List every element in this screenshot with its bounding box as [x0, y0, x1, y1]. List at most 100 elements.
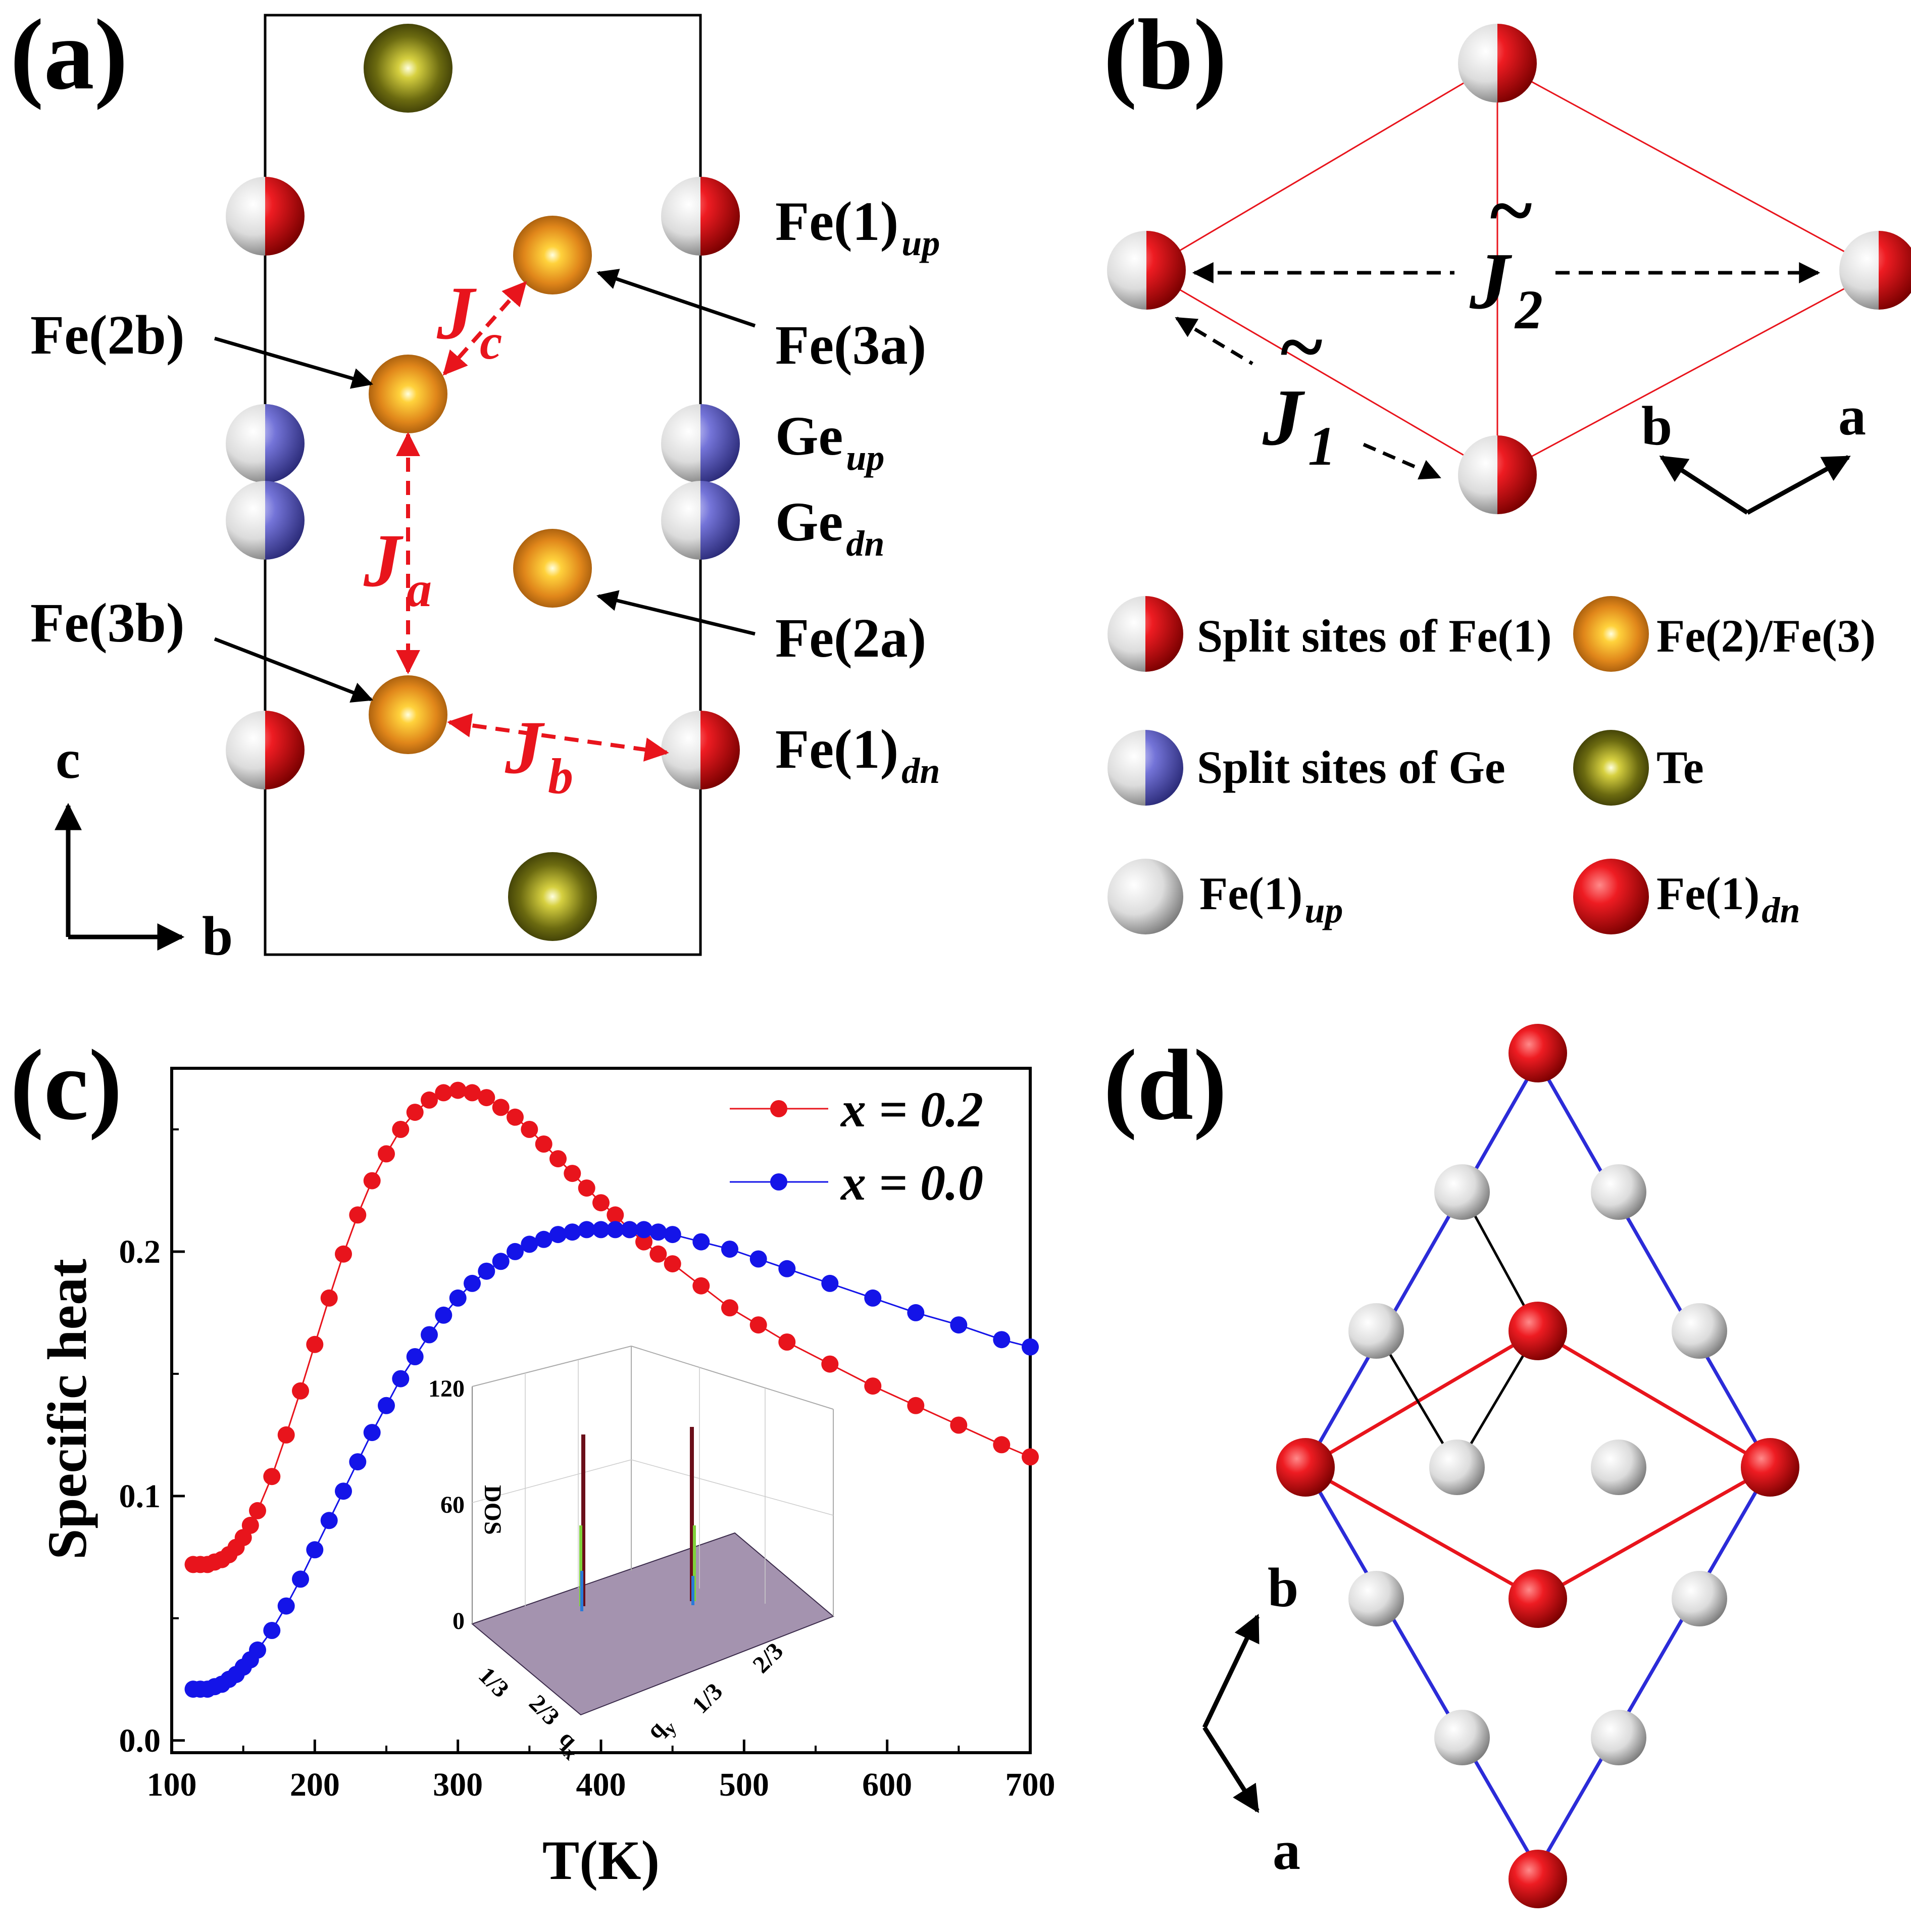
legend-split-ge-label: Split sites of Ge [1197, 741, 1505, 793]
series-1-point [421, 1326, 438, 1344]
inset-ztick: 0 [452, 1608, 465, 1634]
series-1-point [306, 1541, 324, 1559]
panel-d-label: (d) [1103, 1029, 1227, 1141]
legend-fe1dn-label: Fe(1)dn [1656, 868, 1800, 930]
fe1-up-atom [1348, 1571, 1404, 1626]
series-0-point [564, 1165, 581, 1182]
legend-split-fe1-label: Split sites of Fe(1) [1197, 610, 1552, 662]
series-0-point [535, 1135, 552, 1153]
x-tick-label: 700 [1005, 1766, 1055, 1803]
panel-b: (b) J2 ~ J1 ~ b a Split sites of Fe(1) F… [1103, 0, 1911, 934]
series-0-point [749, 1316, 767, 1334]
legend-te-label: Te [1656, 741, 1704, 793]
fe1-up-atom [1672, 1303, 1727, 1359]
y-tick-label: 0.2 [119, 1233, 161, 1270]
fe1-split-atom-right [1146, 231, 1186, 310]
series-1-point [592, 1221, 610, 1239]
series-1-point [664, 1226, 681, 1244]
fe1-split-atom-right [700, 711, 740, 789]
series-0-point [507, 1108, 524, 1126]
legend-split-ge-atom [1108, 730, 1183, 806]
fe1-split-atom-right [700, 177, 740, 256]
legend-fe23-label: Fe(2)/Fe(3) [1656, 610, 1876, 662]
series-0-point [692, 1277, 710, 1295]
series-1-point [564, 1223, 581, 1241]
series-0-point [607, 1206, 624, 1224]
supercell-rhombus [1303, 1057, 1773, 1872]
series-1-point [1022, 1338, 1039, 1356]
series-0-point [320, 1289, 338, 1307]
axis-b-arrow [1659, 455, 1749, 515]
inset-surface [472, 1533, 833, 1715]
unit-cell-frame [264, 14, 702, 956]
fe1-dn-atom [1741, 1438, 1799, 1497]
series-1-point [507, 1243, 524, 1260]
series-0-point [907, 1397, 925, 1414]
ge-split-atom-left [661, 404, 700, 483]
series-1-point [363, 1424, 381, 1442]
panel-d: (d) b a [1103, 1024, 1799, 1908]
legend-split-ge-atom-left [1108, 730, 1145, 806]
series-1-point [950, 1316, 968, 1334]
x-axis-label: T(K) [542, 1829, 660, 1891]
inset-zlabel: DOS [479, 1485, 506, 1535]
split-atoms [1107, 24, 1911, 514]
fe3a-atom [513, 216, 592, 294]
jb-arrow [447, 713, 669, 762]
split-atoms [226, 177, 740, 789]
ge-split-atom-right [265, 404, 305, 483]
axis-a-arrow [1746, 455, 1851, 515]
series-1-point [406, 1348, 424, 1365]
x-tick-label: 600 [862, 1766, 912, 1803]
axis-a-arrow [1202, 1726, 1260, 1813]
lattice-atoms [1276, 1024, 1799, 1908]
fe1-split-atom-left [226, 177, 265, 256]
y-axis-label: Specific heat [36, 1259, 98, 1560]
series-1-point [607, 1221, 624, 1239]
series-1-point [549, 1226, 567, 1244]
series-1-point [378, 1397, 395, 1414]
exchange-path [1375, 1191, 1539, 1470]
inset-dos-plot: 0 60 120 DOS 1/3 2/3 qx qy 1/3 2/3 [428, 1346, 834, 1764]
axis-b-arrow [1202, 1614, 1260, 1728]
series-0-point [349, 1206, 367, 1224]
label-gedn: Gedn [775, 491, 884, 564]
series-1-point [277, 1597, 295, 1615]
inset-back-edge [472, 1346, 632, 1387]
series-1-point [392, 1370, 410, 1388]
legend-marker-blue [770, 1173, 787, 1191]
series-1-point [621, 1221, 638, 1239]
series-1-point [749, 1250, 767, 1268]
fe1-up-atom [1672, 1571, 1727, 1626]
fe1-split-atom-right [265, 177, 305, 256]
ge-split-atom [226, 481, 305, 560]
series-0-point [578, 1179, 595, 1197]
axis-b-label: b [1641, 395, 1672, 457]
legend-fe1up-swatch [1108, 859, 1183, 934]
series-0-point [950, 1416, 968, 1434]
series-0-point [292, 1382, 309, 1400]
ge-split-atom-right [700, 404, 740, 483]
fe1-up-atom [1591, 1710, 1646, 1765]
series-0-point [1022, 1448, 1039, 1466]
legend-fe23-swatch [1573, 596, 1649, 672]
panel-b-label: (b) [1103, 0, 1227, 111]
pointer-fe3b [214, 637, 373, 703]
series-layer [184, 1081, 1039, 1698]
fe1-split-atom-right [1497, 435, 1537, 514]
inset-grid [631, 1459, 834, 1516]
axis-b-label: b [1268, 1557, 1298, 1618]
series-1-point [821, 1274, 839, 1292]
pointer-fe2a [596, 590, 756, 636]
j1-label: J1 [1262, 372, 1336, 477]
fe3b-atom [369, 675, 447, 754]
axis-c-label: c [56, 728, 80, 790]
series-0-point [363, 1172, 381, 1190]
fe1-split-atom [661, 711, 740, 789]
axis-a-label: a [1838, 385, 1866, 447]
j2-label: J2 [1469, 236, 1543, 340]
fe1-dn-atom [1508, 1024, 1567, 1082]
series-0-point [549, 1150, 567, 1168]
